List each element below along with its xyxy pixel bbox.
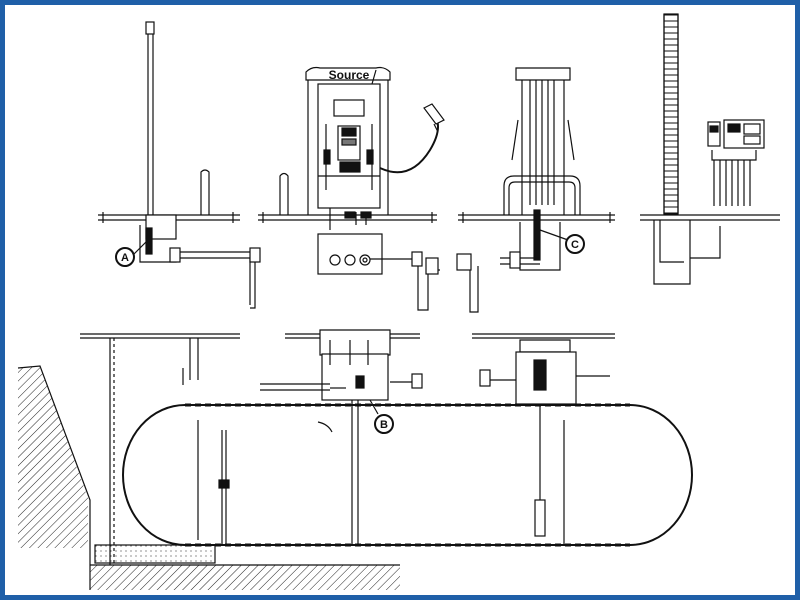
callout-b: B	[369, 399, 394, 434]
dispenser-brand-label: Source	[329, 68, 370, 82]
building-console-panel	[640, 13, 780, 285]
vent-riser-panel	[98, 21, 261, 309]
callout-a: A	[115, 241, 147, 267]
tank-panel	[17, 329, 693, 590]
callout-b-label: B	[380, 419, 388, 431]
canopy-column-panel	[456, 67, 615, 313]
callout-c: C	[539, 229, 585, 254]
dispenser-panel	[258, 66, 445, 311]
callout-a-label: A	[121, 252, 129, 264]
callout-c-label: C	[571, 239, 579, 251]
